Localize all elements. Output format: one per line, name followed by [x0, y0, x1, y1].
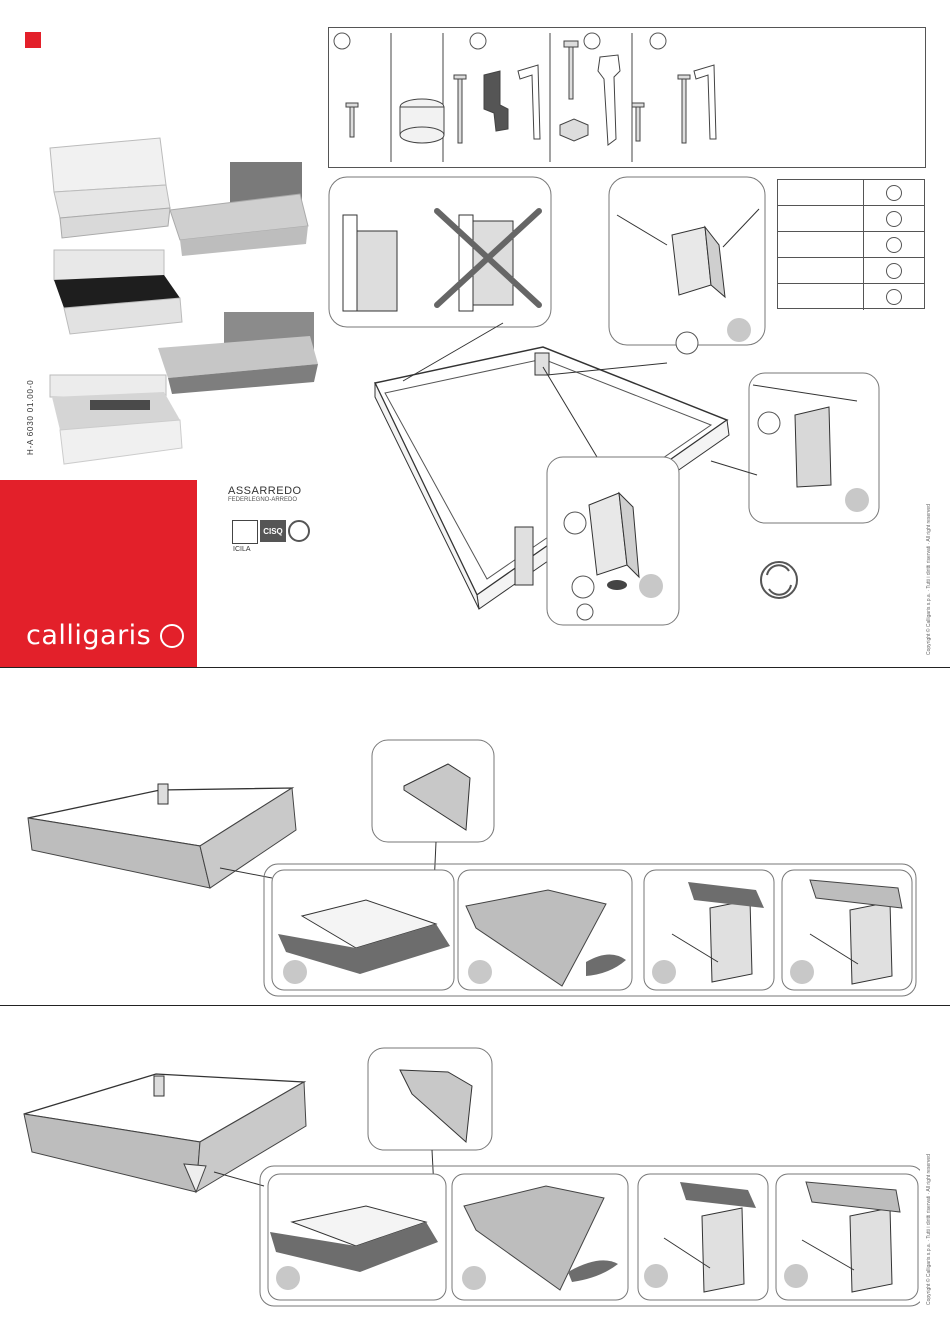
- bed-photo-5: [50, 375, 182, 464]
- step-number-circle: [845, 488, 869, 512]
- step-panel-3: [644, 870, 774, 990]
- brand-name: calligaris: [26, 620, 151, 651]
- step-number-circle: [639, 574, 663, 598]
- covered-bed-frame: [28, 784, 296, 888]
- bracket: [484, 71, 508, 131]
- callout-circle: [676, 332, 698, 354]
- skirted-bed-frame: [24, 1074, 306, 1192]
- callout-circle: [564, 512, 586, 534]
- bed-photo-1: [50, 138, 170, 238]
- iqnet-logo: [288, 520, 310, 542]
- bolt-and-nut: [560, 41, 588, 141]
- bed-photo-2: [170, 162, 308, 256]
- step-panel-4: [782, 870, 912, 990]
- section-divider: [0, 667, 950, 668]
- screw-count-badge-icon: [885, 262, 903, 280]
- bed-photo-3: [54, 250, 182, 334]
- felt-pad: [400, 99, 444, 143]
- bed-photo-4: [158, 312, 318, 394]
- step-panel-1: [272, 870, 454, 990]
- step-panel-2: [458, 870, 632, 990]
- screw-count-badge-icon: [885, 288, 903, 306]
- fabric-cover-section-1: [20, 738, 920, 1000]
- step-panel-3: [638, 1174, 768, 1300]
- section-divider: [0, 1005, 950, 1006]
- short-screw: [346, 103, 358, 137]
- frame-assembly-illustration: [327, 175, 887, 635]
- assarredo-logo: ASSARREDO FEDERLEGNO-ARREDO: [228, 485, 302, 503]
- screw-count-badge-icon: [885, 184, 903, 202]
- screw-count-badge-icon: [885, 236, 903, 254]
- screw-count-badge-icon: [577, 604, 593, 620]
- step-panel-2: [452, 1174, 628, 1300]
- fabric-cover-section-2: [20, 1046, 920, 1308]
- icila-logo: ICILA: [232, 520, 258, 544]
- hardware-items: [328, 27, 926, 168]
- screw-count-badge-icon: [885, 210, 903, 228]
- product-photos: [40, 130, 330, 480]
- document-code: H-A 6030 01.00-0: [26, 379, 35, 455]
- brand-logo-icon: [160, 624, 184, 648]
- step-panel-1: [268, 1174, 446, 1300]
- screw-count-badge-icon: [334, 33, 666, 49]
- red-marker: [25, 32, 41, 48]
- wrench-icon: [598, 55, 620, 145]
- callout-circle: [572, 576, 594, 598]
- cisq-logo: CISQ: [260, 520, 286, 542]
- rotate-arrows-icon: [761, 562, 797, 598]
- step-panel-4: [776, 1174, 918, 1300]
- certification-logos: ICILA CISQ: [232, 520, 310, 544]
- copyright-top: Copyright © Calligaris s.p.a. · Tutti i …: [926, 504, 932, 655]
- step-number-circle: [727, 318, 751, 342]
- copyright-bottom: Copyright © Calligaris s.p.a. · Tutti i …: [926, 1154, 932, 1305]
- callout-circle: [758, 412, 780, 434]
